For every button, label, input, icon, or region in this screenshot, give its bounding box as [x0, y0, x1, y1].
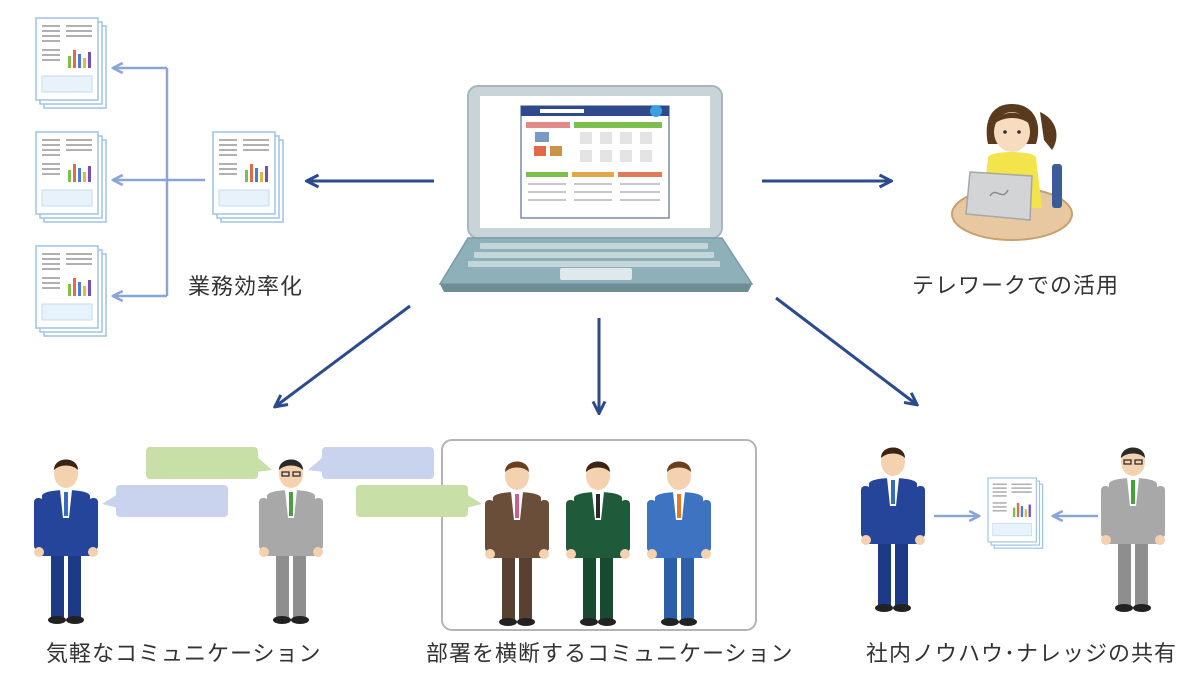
telework-woman-illustration: [951, 104, 1073, 241]
arrow-to-casual-comm: [276, 304, 411, 406]
arrow-to-knowhow: [775, 296, 916, 404]
main-arrows: [276, 181, 916, 412]
person-blue: [647, 461, 711, 626]
distribution-arrows: [114, 68, 205, 296]
document-stack-shared: [987, 477, 1044, 549]
speech-bubble-cross-dept: [356, 485, 482, 517]
person-navy-right: [861, 447, 925, 612]
label-efficiency: 業務効率化: [188, 275, 304, 300]
document-stack-bottom: [35, 245, 107, 337]
label-knowhow-sharing: 社内ノウハウ･ナレッジの共有: [866, 642, 1178, 667]
label-casual-communication: 気軽なコミュニケーション: [46, 642, 322, 667]
department-group-frame: [441, 439, 757, 631]
person-navy-left: [34, 459, 98, 624]
document-stack-source: [212, 131, 284, 223]
person-gray-glasses: [259, 459, 323, 624]
document-stack-middle: [35, 131, 107, 223]
document-stack-top: [35, 17, 107, 109]
speech-bubbles-casual: [102, 447, 434, 517]
person-gray-right: [1101, 447, 1165, 612]
label-cross-department-communication: 部署を横断するコミュニケーション: [426, 642, 794, 667]
person-green: [566, 461, 630, 626]
laptop-illustration: [438, 85, 754, 292]
person-brown: [485, 461, 549, 626]
label-telework: テレワークでの活用: [912, 274, 1120, 299]
